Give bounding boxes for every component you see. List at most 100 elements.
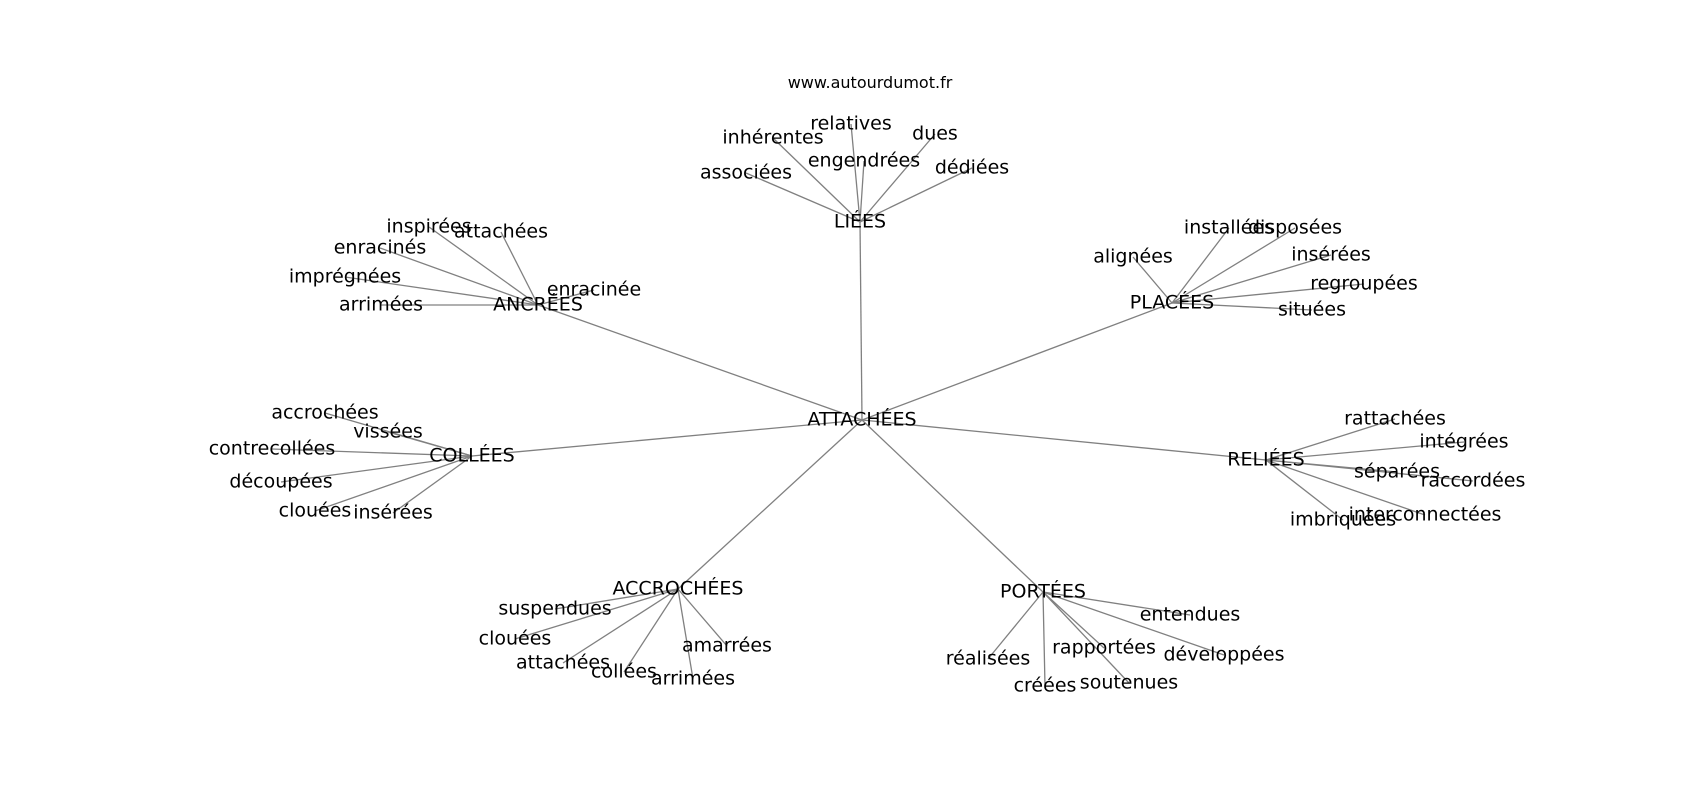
hub-word[interactable]: RELIÉES — [1227, 448, 1304, 471]
leaf-word[interactable]: arrimées — [339, 294, 423, 316]
hub-word[interactable]: ACCROCHÉES — [613, 577, 744, 600]
edge-hub-to-leaf — [1042, 591, 1046, 687]
leaf-word[interactable]: réalisées — [946, 648, 1030, 670]
edge-hub-to-leaf — [387, 431, 473, 457]
edge-hub-to-leaf — [500, 231, 539, 306]
edge-hub-to-leaf — [850, 123, 861, 223]
edge-hub-to-leaf — [745, 172, 861, 223]
leaf-word[interactable]: alignées — [1093, 246, 1173, 268]
edge-hub-to-leaf — [1265, 441, 1465, 461]
edge-hub-to-leaf — [514, 588, 679, 640]
edge-center-to-hub — [537, 304, 863, 421]
edge-hub-to-leaf — [1171, 283, 1365, 304]
leaf-word[interactable]: disposées — [1248, 217, 1342, 239]
edge-hub-to-leaf — [562, 588, 679, 664]
edge-center-to-hub — [861, 419, 1044, 593]
leaf-word[interactable]: enracinés — [334, 237, 427, 259]
leaf-word[interactable]: interconnectées — [1349, 504, 1502, 526]
leaf-word[interactable]: rapportées — [1052, 637, 1156, 659]
leaf-word[interactable]: séparées — [1354, 461, 1440, 483]
leaf-word[interactable]: installées — [1184, 217, 1274, 239]
leaf-word[interactable]: insérées — [1291, 244, 1371, 266]
edge-hub-to-leaf — [859, 160, 865, 223]
edge-hub-to-leaf — [1265, 459, 1426, 516]
edge-hub-to-leaf — [280, 455, 473, 483]
edge-center-to-hub — [677, 419, 863, 590]
leaf-word[interactable]: imbriquées — [1290, 509, 1396, 531]
edge-hub-to-leaf — [314, 455, 473, 512]
edge-hub-to-leaf — [1265, 459, 1344, 521]
edge-center-to-hub — [861, 302, 1173, 421]
edge-hub-to-leaf — [859, 133, 936, 223]
edge-hub-to-leaf — [1171, 227, 1296, 304]
leaf-word[interactable]: regroupées — [1310, 273, 1418, 295]
leaf-word[interactable]: dédiées — [935, 157, 1009, 179]
edge-hub-to-leaf — [1171, 302, 1313, 311]
edge-hub-to-leaf — [677, 588, 728, 647]
leaf-word[interactable]: entendues — [1140, 604, 1241, 626]
edge-hub-to-leaf — [677, 588, 694, 680]
leaf-word[interactable]: engendrées — [808, 150, 920, 172]
leaf-word[interactable]: imprégnées — [289, 266, 401, 288]
leaf-word[interactable]: collées — [591, 661, 657, 683]
edge-hub-to-leaf — [772, 137, 861, 223]
edge-hub-to-leaf — [1265, 418, 1396, 461]
leaf-word[interactable]: relatives — [810, 113, 892, 135]
leaf-word[interactable]: inspirées — [386, 216, 471, 238]
edge-hub-to-leaf — [271, 448, 473, 457]
leaf-word[interactable]: développées — [1164, 644, 1285, 666]
edge-hub-to-leaf — [987, 591, 1044, 660]
edge-hub-to-leaf — [554, 588, 679, 610]
edge-hub-to-leaf — [1132, 256, 1173, 304]
edge-hub-to-leaf — [623, 588, 679, 673]
center-word[interactable]: ATTACHÉES — [807, 408, 916, 431]
edge-hub-to-leaf — [1042, 591, 1105, 649]
leaf-word[interactable]: contrecollées — [209, 438, 336, 460]
leaf-word[interactable]: vissées — [353, 421, 423, 443]
edge-hub-to-leaf — [1042, 591, 1191, 616]
edge-hub-to-leaf — [1171, 254, 1332, 304]
leaf-word[interactable]: rattachées — [1344, 408, 1446, 430]
edges — [271, 123, 1474, 687]
hub-word[interactable]: PLACÉES — [1130, 291, 1214, 314]
leaf-word[interactable]: amarrées — [682, 635, 772, 657]
leaf-word[interactable]: insérées — [353, 502, 433, 524]
leaf-word[interactable]: clouées — [279, 500, 352, 522]
leaf-word[interactable]: suspendues — [498, 598, 611, 620]
leaf-word[interactable]: situées — [1278, 299, 1346, 321]
edge-hub-to-leaf — [1042, 591, 1225, 656]
edge-hub-to-leaf — [1042, 591, 1130, 684]
edge-hub-to-leaf — [428, 226, 539, 306]
leaf-word[interactable]: soutenues — [1080, 672, 1178, 694]
leaf-word[interactable]: associées — [700, 162, 792, 184]
site-url: www.autourdumot.fr — [787, 73, 953, 92]
hub-word[interactable]: ANCRÉES — [493, 293, 583, 316]
leaf-word[interactable]: enracinée — [547, 279, 641, 301]
leaf-word[interactable]: intégrées — [1419, 431, 1508, 453]
edge-center-to-hub — [471, 419, 863, 457]
edge-hub-to-leaf — [537, 289, 595, 306]
edge-center-to-hub — [861, 419, 1267, 461]
hub-word[interactable]: COLLÉES — [429, 444, 514, 467]
leaf-word[interactable]: raccordées — [1421, 470, 1526, 492]
edge-hub-to-leaf — [344, 276, 539, 306]
hub-word[interactable]: LIÉES — [834, 210, 886, 233]
edge-center-to-hub — [859, 221, 863, 421]
leaf-word[interactable]: attachées — [454, 221, 548, 243]
leaf-word[interactable]: découpées — [229, 471, 332, 493]
leaf-word[interactable]: clouées — [479, 628, 552, 650]
leaf-word[interactable]: attachées — [516, 652, 610, 674]
hub-word[interactable]: PORTÉES — [1000, 580, 1086, 603]
leaf-word[interactable]: inhérentes — [722, 127, 823, 149]
edge-hub-to-leaf — [1265, 459, 1474, 482]
leaf-word[interactable]: dues — [912, 123, 958, 145]
leaf-word[interactable]: créées — [1014, 675, 1077, 697]
edge-hub-to-leaf — [859, 167, 973, 223]
edge-hub-to-leaf — [1171, 227, 1230, 304]
leaf-word[interactable]: arrimées — [651, 668, 735, 690]
edge-hub-to-leaf — [379, 247, 539, 306]
leaf-word[interactable]: accrochées — [271, 402, 378, 424]
